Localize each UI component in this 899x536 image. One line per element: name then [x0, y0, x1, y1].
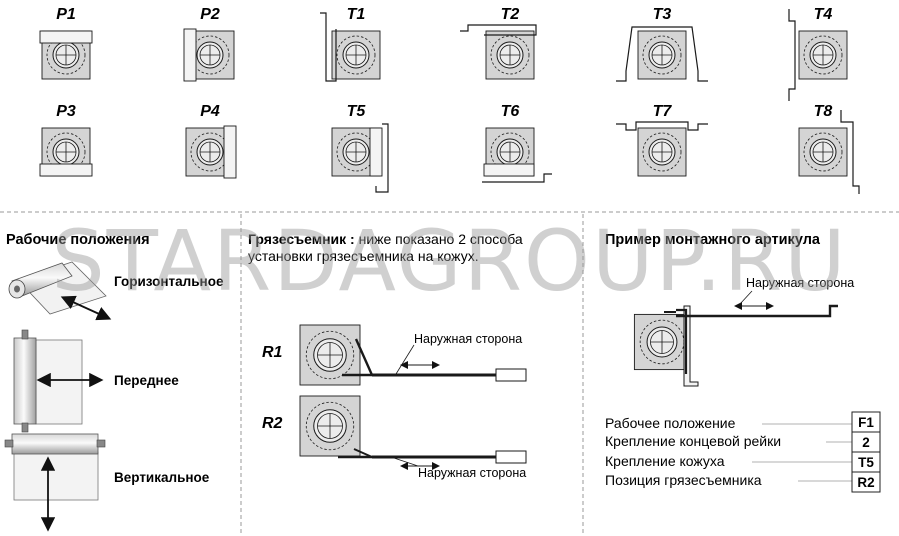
scraper-r2-drawing: [299, 395, 527, 470]
example-row-code: F1: [858, 415, 874, 430]
variant-label: T1: [347, 6, 366, 23]
working-positions-title: Рабочие положения: [6, 232, 150, 248]
mounting-variant: T3: [616, 6, 708, 82]
example-row-label: Рабочее положение: [605, 415, 736, 431]
mounting-variant: P3: [39, 103, 93, 177]
example-mounting-drawing: [633, 290, 838, 387]
example-outer-side-label: Наружная сторона: [746, 276, 854, 290]
scraper-variant-r2: R2: [262, 415, 283, 432]
example-row-code: 2: [862, 435, 870, 450]
scraper-title-line2: установки грязесъемника на кожух.: [248, 248, 479, 264]
variant-label: T6: [501, 103, 520, 120]
scraper-r2-outer-side-label: Наружная сторона: [418, 466, 526, 480]
variant-label: T2: [501, 6, 520, 23]
example-row: Рабочее положение F1: [605, 411, 881, 433]
example-row: Крепление концевой рейки 2: [605, 431, 881, 453]
variant-label: T5: [347, 103, 367, 120]
position-horizontal-label: Горизонтальное: [114, 274, 224, 289]
vertical-roll-icon: [4, 433, 106, 532]
scraper-title-bold: Грязесъемник :: [248, 231, 355, 247]
front-roll-icon: [13, 329, 104, 433]
example-section: Пример монтажного артикула Наружная стор…: [605, 232, 881, 493]
example-row-label: Позиция грязесъемника: [605, 472, 762, 488]
scraper-title: Грязесъемник : ниже показано 2 способа: [248, 231, 523, 247]
scraper-title-rest: ниже показано 2 способа: [355, 231, 523, 247]
mounting-variant: T2: [460, 6, 537, 80]
example-row: Крепление кожуха T5: [605, 451, 881, 473]
mounting-variant: T1: [320, 6, 381, 82]
mounting-variant: T4: [788, 6, 848, 101]
mounting-variant: T6: [482, 103, 552, 183]
variant-label: T7: [653, 103, 673, 120]
variant-label: T3: [653, 6, 672, 23]
variant-label: T4: [814, 6, 833, 23]
scraper-r1-drawing: [299, 324, 527, 386]
position-front-label: Переднее: [114, 373, 179, 388]
mounting-variant: P1: [39, 6, 93, 80]
mounting-variant: P4: [185, 103, 237, 179]
mounting-variant: T5: [331, 103, 389, 193]
scraper-r1-outer-side-label: Наружная сторона: [414, 332, 522, 346]
mounting-variant: T7: [616, 103, 708, 177]
example-row-label: Крепление концевой рейки: [605, 433, 781, 449]
variant-label: P2: [200, 6, 220, 23]
example-code-box: [851, 471, 881, 493]
example-row-code: T5: [858, 455, 874, 470]
variant-label: T8: [814, 103, 833, 120]
working-positions-section: Рабочие положения Горизонтальное Передне…: [4, 232, 224, 532]
example-row-code: R2: [857, 475, 874, 490]
variant-label: P4: [200, 103, 220, 120]
scraper-variant-r1: R1: [262, 344, 283, 361]
example-row-label: Крепление кожуха: [605, 453, 725, 469]
example-title: Пример монтажного артикула: [605, 232, 821, 248]
variant-label: P1: [56, 6, 76, 23]
scraper-section: Грязесъемник : ниже показано 2 способа у…: [248, 231, 527, 480]
example-row: Позиция грязесъемника R2: [605, 471, 881, 493]
example-code-rows: Рабочее положение F1 Крепление концевой …: [605, 411, 881, 493]
horizontal-roll-icon: [8, 261, 112, 321]
variant-label: P3: [56, 103, 76, 120]
mounting-variant: P2: [183, 6, 235, 82]
position-vertical-label: Вертикальное: [114, 470, 210, 485]
mounting-variant: T8: [798, 103, 860, 194]
